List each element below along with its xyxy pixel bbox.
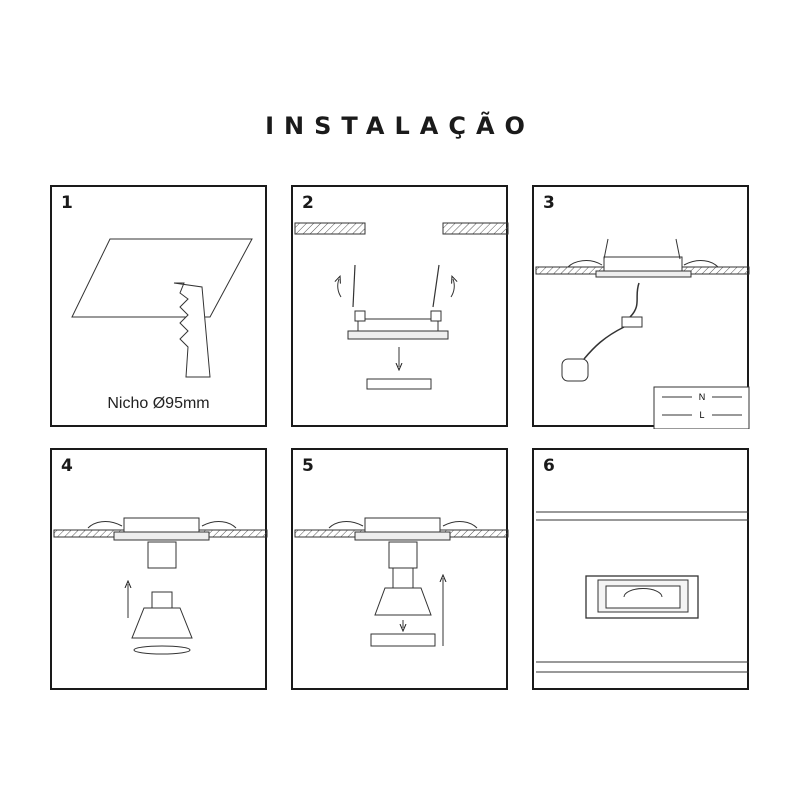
- lamp-insert-illustration: [53, 517, 268, 655]
- cap-attach-illustration: [294, 517, 509, 647]
- step-4-number: 4: [61, 456, 73, 476]
- ceiling-cut-illustration: [71, 238, 253, 378]
- step-6-number: 6: [543, 456, 555, 476]
- step-1-panel: 1 Nicho Ø95mm: [50, 185, 267, 427]
- finished-install-illustration: [536, 511, 749, 673]
- step-6-panel: 6: [532, 448, 749, 690]
- line-wire-label: L: [699, 410, 704, 420]
- step-3-panel: 3 N L: [532, 185, 750, 429]
- step-3-number: 3: [543, 193, 555, 213]
- step-1-number: 1: [61, 193, 73, 213]
- page-title: INSTALAÇÃO: [265, 112, 535, 140]
- step-2-number: 2: [302, 193, 314, 213]
- cutout-size-caption: Nicho Ø95mm: [107, 395, 210, 412]
- step-5-panel: 5: [291, 448, 509, 690]
- step-5-number: 5: [302, 456, 314, 476]
- fixture-spring-illustration: [294, 222, 509, 390]
- neutral-wire-label: N: [699, 392, 706, 402]
- step-4-panel: 4: [50, 448, 268, 690]
- wiring-illustration: N L: [535, 238, 750, 429]
- step-2-panel: 2: [291, 185, 509, 427]
